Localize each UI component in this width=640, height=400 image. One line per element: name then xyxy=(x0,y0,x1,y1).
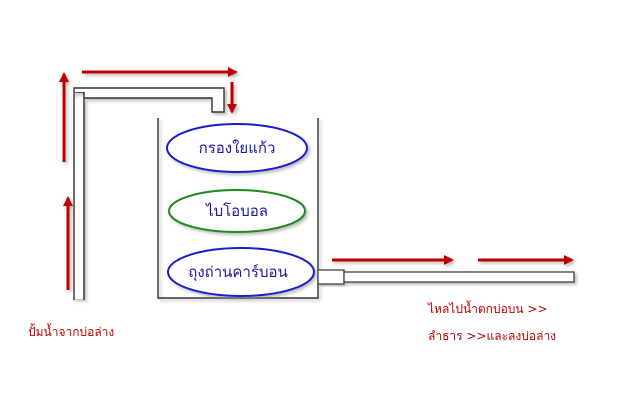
flow-arrows xyxy=(59,67,574,290)
carbon-bag-filter-label: ถุงถ่านคาร์บอน xyxy=(188,263,287,282)
outflow-note-line2: ลำธาร >>และลงบ่อล่าง xyxy=(428,329,556,343)
outflow-note-line1: ไหลไปน้ำตกบ่อบน >> xyxy=(427,300,548,316)
glass-wool-filter-oval xyxy=(166,123,308,173)
pump-note: ปั้มน้ำจากบ่อล่าง xyxy=(28,323,114,339)
intake-pipe xyxy=(73,87,225,300)
outflow-pipe xyxy=(317,269,575,285)
filter-tank xyxy=(157,118,319,299)
glass-wool-filter-label: กรองใยแก้ว xyxy=(199,139,276,157)
bioball-filter-oval xyxy=(168,189,306,233)
carbon-bag-filter-oval xyxy=(167,247,315,297)
bioball-filter-label: ไบโอบอล xyxy=(205,202,268,220)
